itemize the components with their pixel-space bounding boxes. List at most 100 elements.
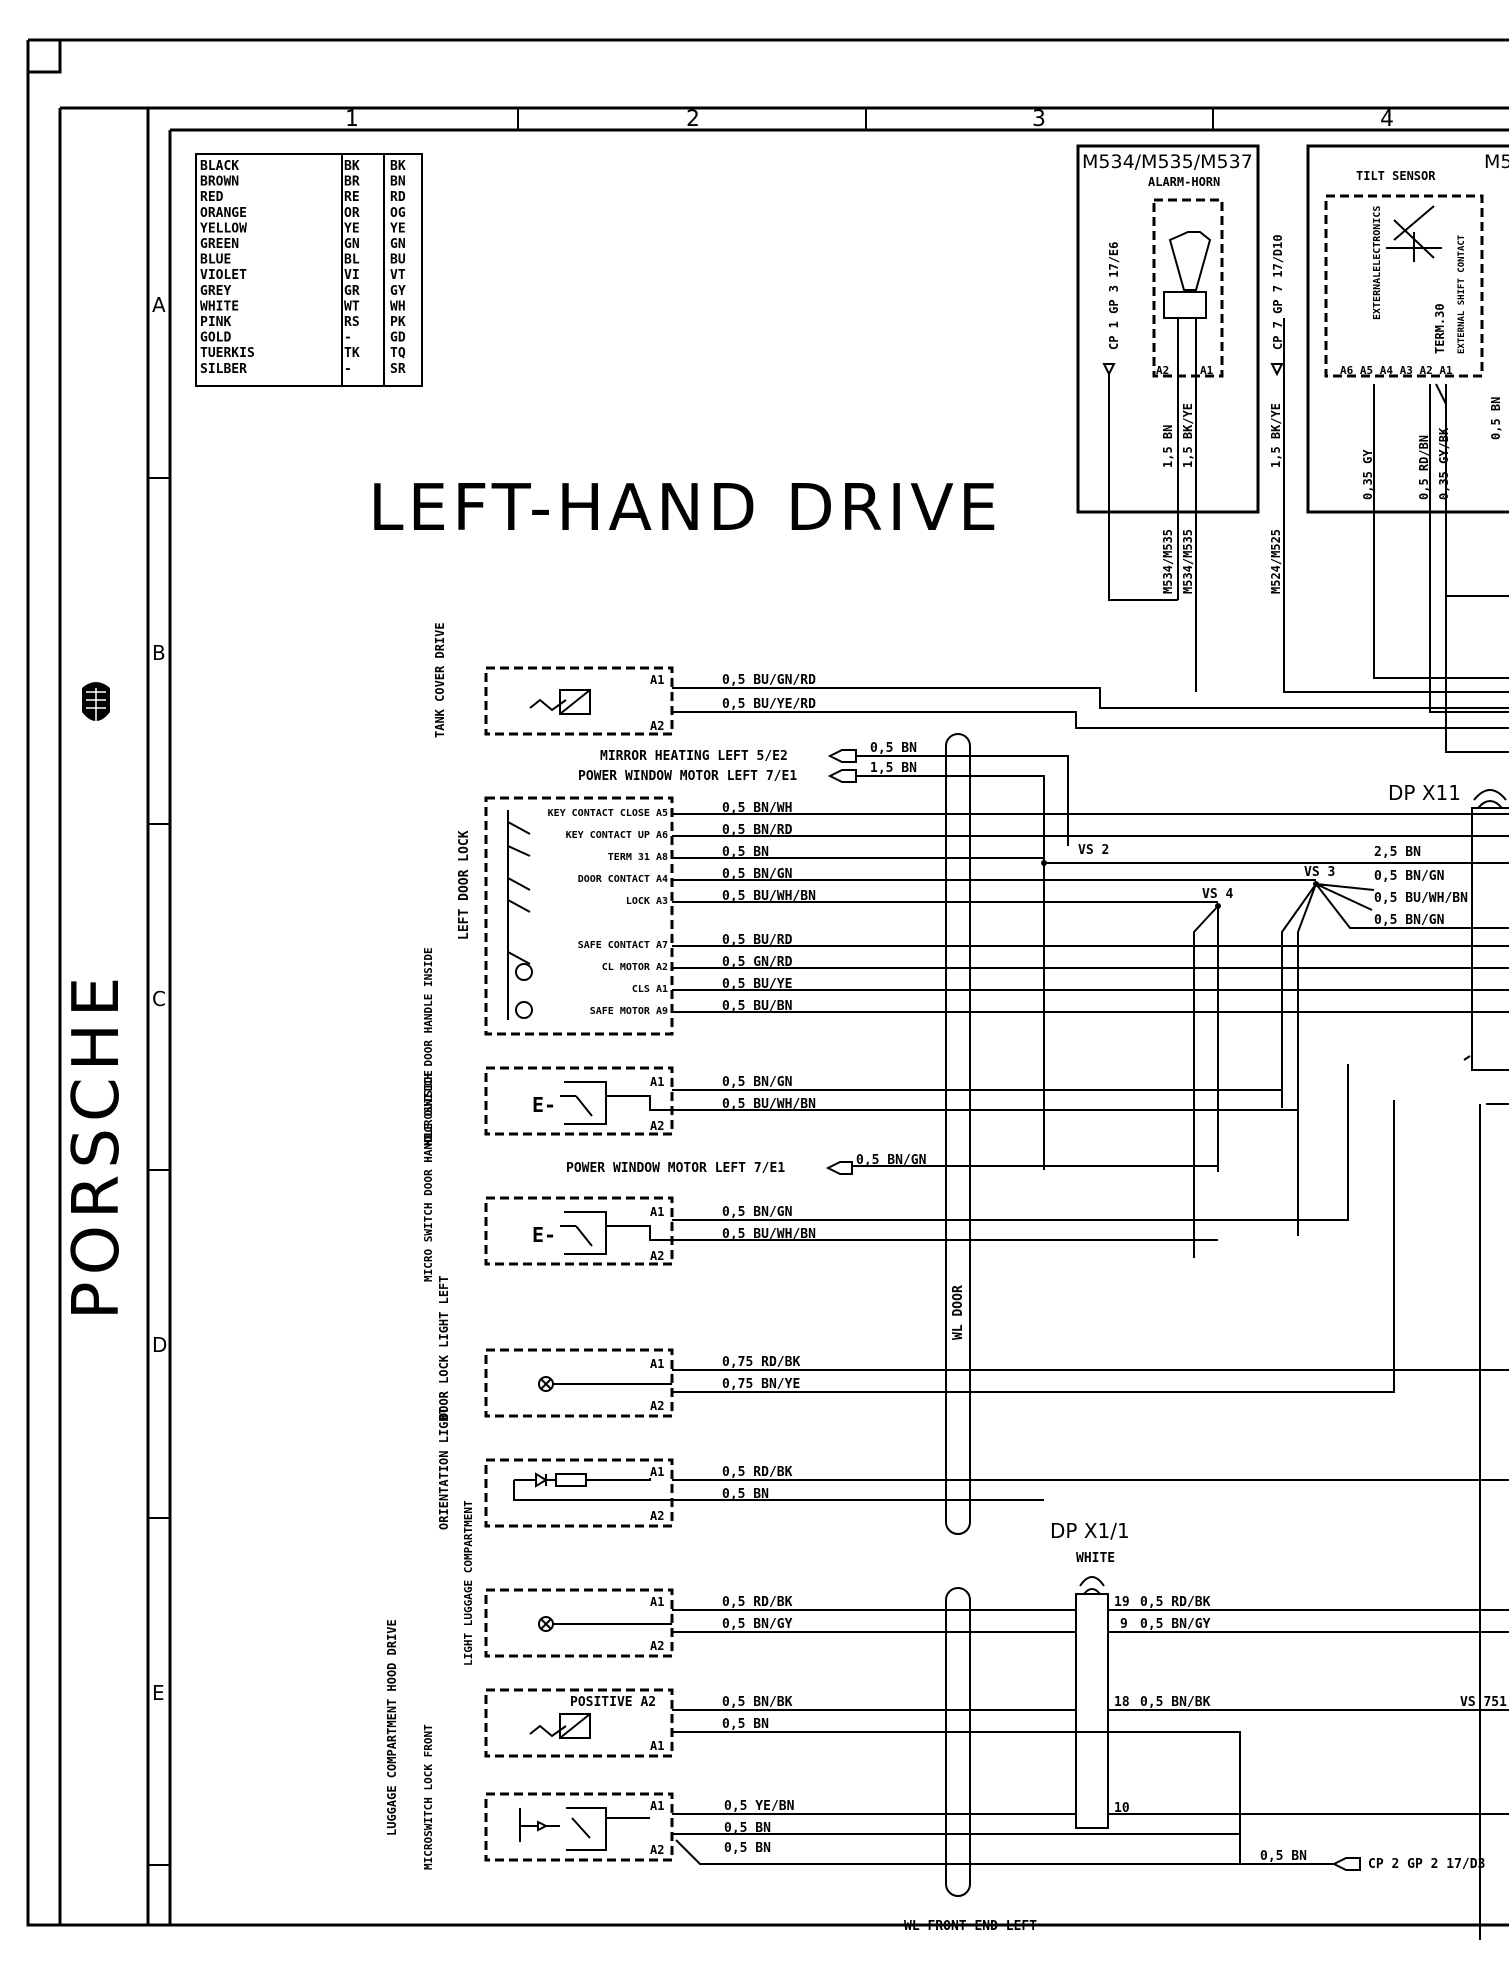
- color-code-cell: GREEN: [200, 237, 239, 252]
- color-code-cell: WHITE: [200, 299, 239, 314]
- svg-text:VS 3: VS 3: [1304, 865, 1335, 880]
- svg-text:0,5 BU/GN/RD: 0,5 BU/GN/RD: [722, 673, 816, 688]
- ref-mirror-heating: MIRROR HEATING LEFT 5/E2: [600, 749, 788, 764]
- splice-vs751: VS 751: [1460, 1695, 1507, 1710]
- svg-text:2,5 BN: 2,5 BN: [1374, 845, 1421, 860]
- ground-ref: CP 2 GP 2 17/D3: [1368, 1857, 1485, 1872]
- svg-text:1,5 BN: 1,5 BN: [1161, 425, 1175, 468]
- svg-text:A1: A1: [650, 1075, 664, 1089]
- color-code-cell: PK: [390, 315, 406, 330]
- svg-text:0,75 BN/YE: 0,75 BN/YE: [722, 1377, 800, 1392]
- svg-text:VS 4: VS 4: [1202, 887, 1233, 902]
- ref-power-window: POWER WINDOW MOTOR LEFT 7/E1: [578, 769, 797, 784]
- svg-text:MICROSWITCH DOOR HANDLE INSIDE: MICROSWITCH DOOR HANDLE INSIDE: [422, 947, 435, 1146]
- svg-text:TERM.30: TERM.30: [1433, 303, 1447, 354]
- tank-cover-drive: A1 A2 TANK COVER DRIVE: [433, 622, 674, 738]
- svg-text:0,5 BN/BK: 0,5 BN/BK: [722, 1695, 793, 1710]
- color-code-cell: PINK: [200, 315, 231, 330]
- svg-text:DP X1/1: DP X1/1: [1050, 1519, 1130, 1543]
- orientation-light-wires: [672, 1479, 1509, 1501]
- porsche-crest-icon: [82, 682, 110, 722]
- svg-text:A1: A1: [650, 1739, 664, 1753]
- svg-text:19: 19: [1114, 1595, 1130, 1610]
- sheet-borders: [58, 106, 1509, 1925]
- column-dividers: [517, 108, 1214, 130]
- color-code-cell: BROWN: [200, 175, 239, 190]
- color-code-cell: OR: [344, 206, 360, 221]
- svg-text:TILT SENSOR: TILT SENSOR: [1356, 169, 1436, 183]
- door-lock-light-left: A1 A2 DOOR LOCK LIGHT LEFT: [437, 1276, 674, 1420]
- color-code-cell: BK: [344, 159, 360, 174]
- svg-text:M524/M525: M524/M525: [1269, 529, 1283, 594]
- orientation-light: A1 A2 ORIENTATION LIGHT: [437, 1407, 674, 1530]
- svg-text:M534/M535: M534/M535: [1161, 529, 1175, 594]
- lock-front-wires: [672, 1813, 1509, 1865]
- svg-text:A2: A2: [650, 1639, 664, 1653]
- color-code-cell: VI: [344, 268, 360, 283]
- door-lock-wire-label: 0,5 BU/YE: [722, 977, 792, 992]
- svg-text:0,5 BN/GN: 0,5 BN/GN: [1374, 913, 1445, 928]
- svg-text:0,5 RD/BK: 0,5 RD/BK: [1140, 1595, 1211, 1610]
- column-label-2: 2: [686, 107, 700, 132]
- svg-text:0,5 RD/BN: 0,5 RD/BN: [1417, 435, 1431, 500]
- svg-text:0,5 BU/WH/BN: 0,5 BU/WH/BN: [722, 1097, 816, 1112]
- svg-text:1,5 BK/YE: 1,5 BK/YE: [1181, 403, 1195, 468]
- door-lock-pin-label: CLS A1: [632, 984, 668, 995]
- luggage-compartment-light: A1 A2 LIGHT LUGGAGE COMPARTMENT: [462, 1500, 674, 1666]
- color-code-cell: VIOLET: [200, 268, 247, 283]
- svg-text:A2: A2: [650, 1119, 664, 1133]
- svg-text:MICROSWITCH LOCK FRONT: MICROSWITCH LOCK FRONT: [422, 1724, 435, 1870]
- svg-text:10: 10: [1114, 1801, 1130, 1816]
- svg-text:0,5 BN: 0,5 BN: [724, 1821, 771, 1836]
- color-code-cell: BLUE: [200, 253, 231, 268]
- color-code-cell: YE: [344, 221, 360, 236]
- svg-text:EXTERNAL SHIFT CONTACT: EXTERNAL SHIFT CONTACT: [1457, 234, 1467, 354]
- svg-text:18: 18: [1114, 1695, 1130, 1710]
- svg-text:EXTERNALELECTRONICS: EXTERNALELECTRONICS: [1372, 206, 1383, 320]
- dp-x11-connector: DP X11 2,5 BN 0,5 BN/GN 0,5 BU/WH/BN 0,5…: [1374, 781, 1509, 1071]
- svg-text:0,5 BN: 0,5 BN: [1260, 1849, 1307, 1864]
- row-label-e: E: [152, 1681, 165, 1705]
- drive-title: LEFT-HAND DRIVE: [368, 472, 1002, 546]
- svg-text:VS 2: VS 2: [1078, 843, 1109, 858]
- svg-text:A1: A1: [650, 1465, 664, 1479]
- color-code-cell: RED: [200, 190, 224, 205]
- door-lock-light-wires: [672, 1100, 1509, 1393]
- dp-x11-wires: [1044, 862, 1509, 1940]
- svg-text:0,5 BN/GN: 0,5 BN/GN: [1374, 869, 1445, 884]
- dp-x1-1-connector: DP X1/1 WHITE 19 0,5 RD/BK 9 0,5 BN/GY 1…: [1050, 1519, 1211, 1829]
- svg-text:0,5 BN: 0,5 BN: [870, 741, 917, 756]
- color-code-cell: RE: [344, 190, 360, 205]
- color-code-cell: VT: [390, 268, 406, 283]
- ref-power-window-2: POWER WINDOW MOTOR LEFT 7/E1: [566, 1161, 785, 1176]
- color-code-cell: -: [344, 331, 352, 346]
- svg-text:ORIENTATION LIGHT: ORIENTATION LIGHT: [437, 1407, 451, 1530]
- svg-text:A2: A2: [650, 1399, 664, 1413]
- svg-text:0,5 BN/GN: 0,5 BN/GN: [722, 1075, 793, 1090]
- svg-text:A1: A1: [1200, 364, 1214, 377]
- horn-feed-wire: [1270, 318, 1509, 693]
- svg-text:WL DOOR: WL DOOR: [951, 1285, 966, 1340]
- svg-text:0,5 BN: 0,5 BN: [722, 1717, 769, 1732]
- tank-cover-wires: [672, 687, 1509, 729]
- svg-text:WHITE: WHITE: [1076, 1551, 1115, 1566]
- svg-text:E-: E-: [532, 1223, 556, 1247]
- svg-text:A2: A2: [650, 1843, 664, 1857]
- svg-text:9: 9: [1120, 1617, 1128, 1632]
- svg-text:LIGHT LUGGAGE COMPARTMENT: LIGHT LUGGAGE COMPARTMENT: [462, 1500, 475, 1666]
- color-code-cell: WH: [390, 299, 406, 314]
- color-code-cell: TUERKIS: [200, 346, 255, 361]
- door-lock-pin-label: CL MOTOR A2: [602, 962, 668, 973]
- color-code-cell: GN: [390, 237, 406, 252]
- alarm-horn-id: M534/M535/M537: [1082, 151, 1253, 173]
- door-lock-pin-label: KEY CONTACT CLOSE A5: [548, 808, 668, 819]
- door-lock-wire-label: 0,5 BN: [722, 845, 769, 860]
- svg-text:0,5 BU/YE/RD: 0,5 BU/YE/RD: [722, 697, 816, 712]
- color-code-cell: -: [344, 362, 352, 377]
- door-lock-wire-label: 0,5 BN/RD: [722, 823, 793, 838]
- svg-text:0,5 RD/BK: 0,5 RD/BK: [722, 1595, 793, 1610]
- color-code-cell: GR: [344, 284, 360, 299]
- luggage-light-wires: [672, 1609, 1509, 1633]
- svg-text:A1: A1: [650, 1357, 664, 1371]
